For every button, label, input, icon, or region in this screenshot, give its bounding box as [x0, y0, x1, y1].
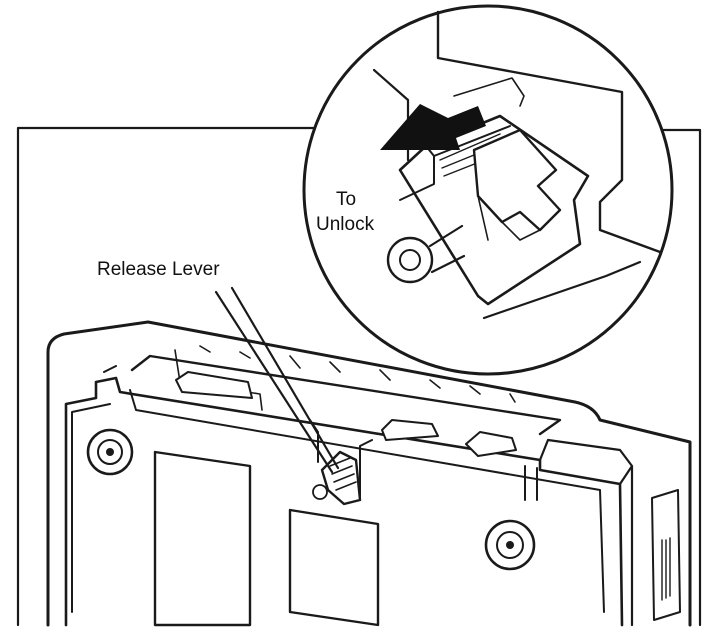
release-lever — [312, 450, 362, 506]
left-knob — [86, 428, 134, 476]
release-lever-label: Release Lever — [97, 259, 220, 280]
to-unlock-label-line2: Unlock — [316, 214, 375, 235]
center-label-panel — [288, 508, 380, 627]
release-lever-pointer — [230, 286, 340, 470]
magnified-inset — [302, 4, 674, 376]
to-unlock-label-line1: To — [336, 189, 356, 210]
left-label-panel — [153, 450, 252, 627]
unlock-arrow — [380, 104, 486, 150]
right-knob — [484, 519, 536, 571]
